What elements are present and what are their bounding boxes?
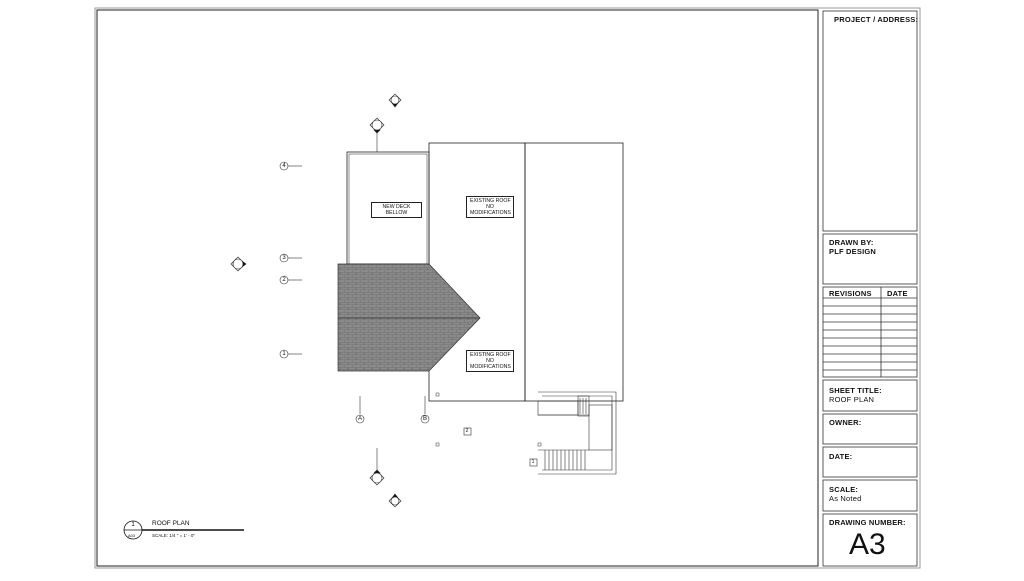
grid-col-a: A	[357, 416, 362, 422]
new-deck-label: NEW DECK BELLOW	[371, 202, 422, 218]
stair-tag-1: 1	[531, 459, 535, 465]
view-title-symbol	[123, 520, 244, 540]
existing-roof-label-bottom: EXISTING ROOF NO MODIFICATIONS	[466, 350, 514, 372]
owner-label: OWNER:	[829, 418, 862, 427]
drawn-by-value: PLF DESIGN	[829, 247, 877, 256]
view-scale: SCALE: 1/4 " = 1' - 0"	[152, 533, 195, 538]
owner-box	[822, 413, 918, 445]
grid-row-markers	[279, 161, 302, 359]
project-address-box	[822, 10, 918, 232]
date-box	[822, 446, 918, 478]
drawing-number-box	[822, 513, 918, 567]
stair-tag-2: 2	[465, 428, 469, 434]
new-roof-shingles	[337, 263, 481, 372]
revisions-date-label: DATE	[887, 289, 908, 298]
drawn-by-label: DRAWN BY:	[829, 238, 874, 247]
view-title: ROOF PLAN	[152, 520, 190, 527]
title-block	[822, 10, 918, 567]
sheet-title-value: ROOF PLAN	[829, 395, 875, 404]
grid-row-1: 1	[282, 351, 286, 357]
drawing-number-value: A3	[849, 528, 886, 561]
grid-row-4: 4	[282, 163, 286, 169]
drawing-area-border	[96, 9, 819, 567]
grid-col-b: B	[422, 416, 427, 422]
project-address-label: PROJECT / ADDRESS:	[834, 15, 919, 24]
grid-row-3: 3	[282, 255, 286, 261]
sheet-title-box	[822, 379, 918, 412]
revisions-box	[822, 286, 918, 378]
drawn-by-box	[822, 233, 918, 285]
outer-border	[94, 7, 921, 569]
revisions-label: REVISIONS	[829, 289, 872, 298]
section-markers	[230, 93, 402, 508]
grid-col-markers	[355, 396, 430, 424]
view-sheet-ref: A03	[128, 533, 136, 538]
scale-label: SCALE:	[829, 485, 859, 494]
scale-value: As Noted	[829, 494, 862, 503]
scale-box	[822, 479, 918, 512]
exterior-stairs	[537, 391, 617, 475]
drawing-number-label: DRAWING NUMBER:	[829, 518, 906, 527]
view-number: 1	[131, 521, 135, 528]
date-label: DATE:	[829, 452, 853, 461]
existing-roof-label-top: EXISTING ROOF NO MODIFICATIONS	[466, 196, 514, 218]
sheet-title-label: SHEET TITLE:	[829, 386, 882, 395]
grid-row-2: 2	[282, 277, 286, 283]
